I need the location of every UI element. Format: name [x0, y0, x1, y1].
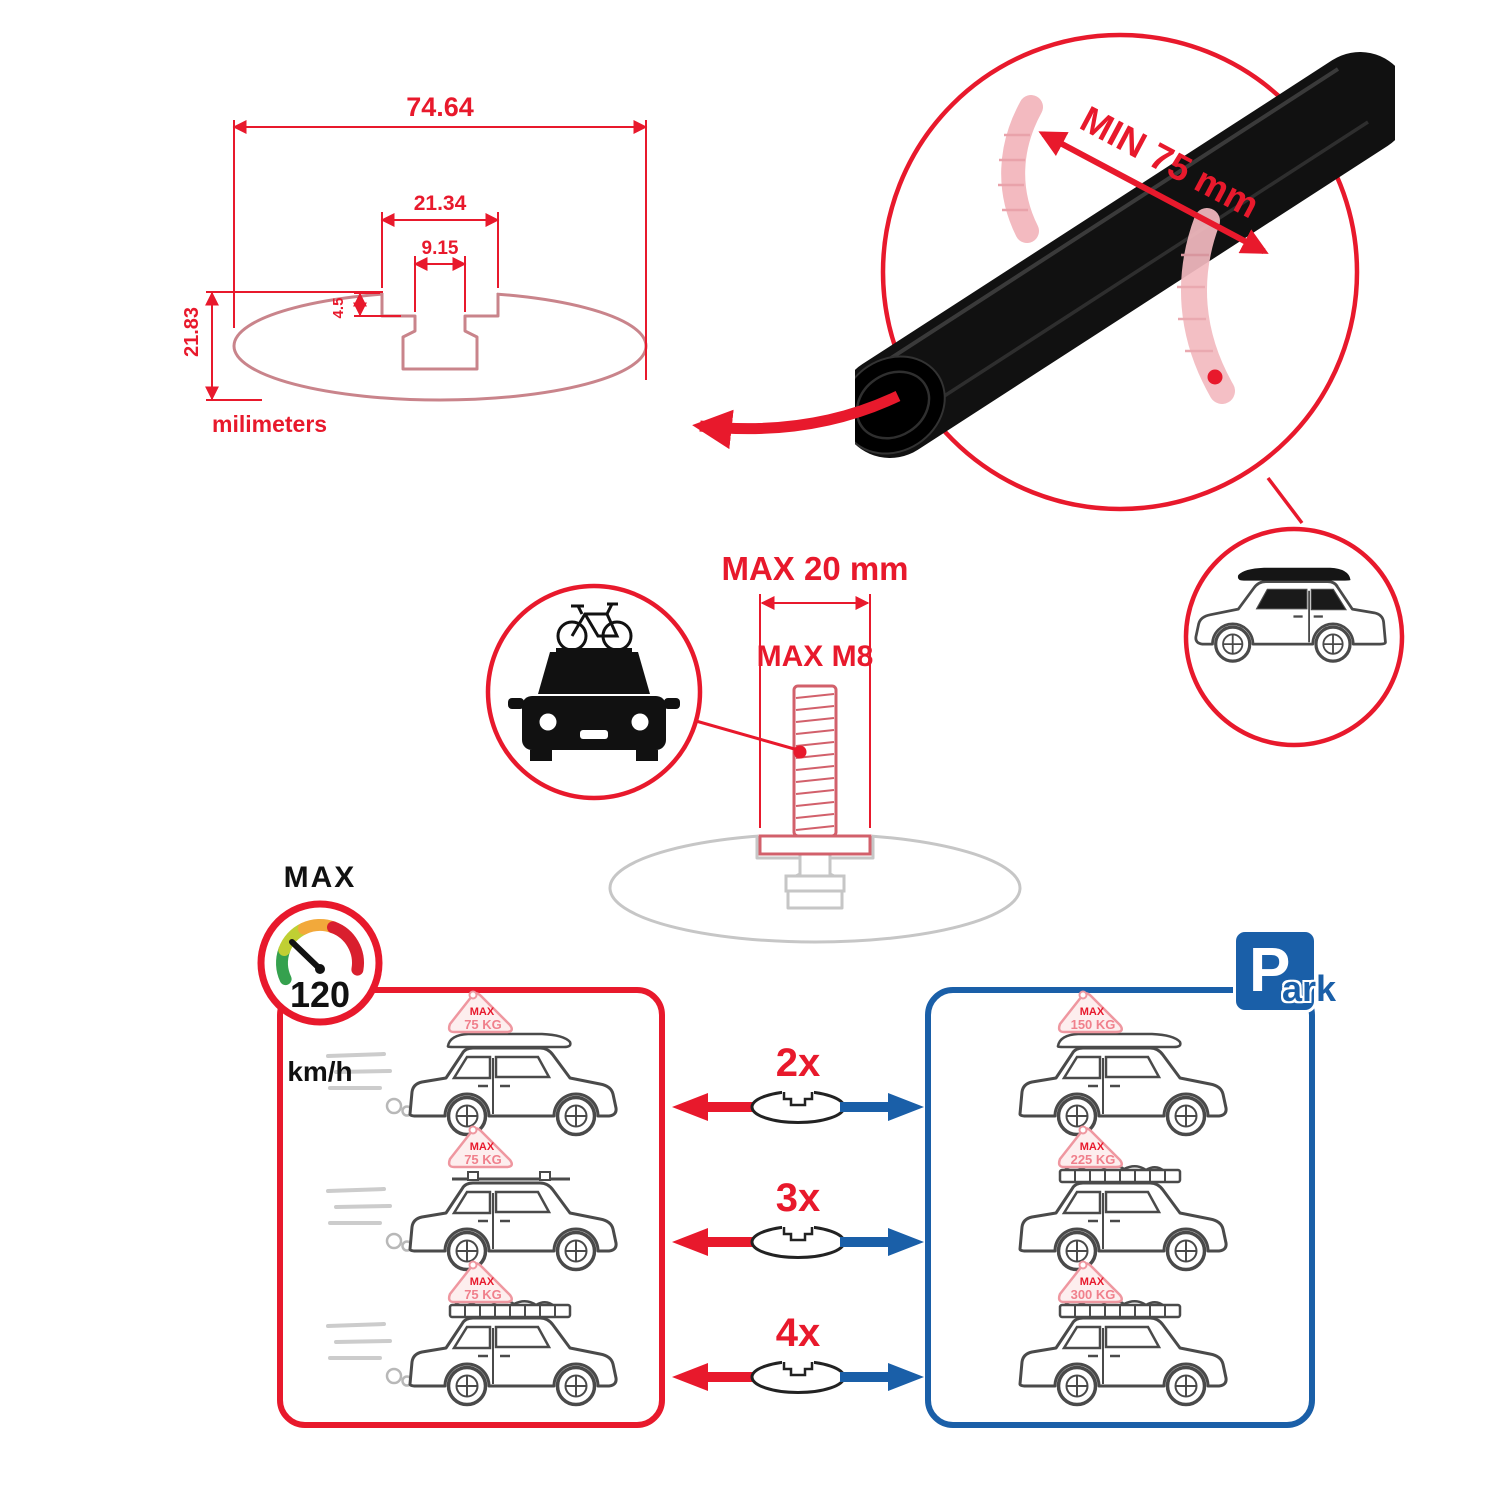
driving-car-row-3: MAX 75 KG: [326, 1260, 618, 1407]
parked-car-row-2: MAX 225 KG: [1018, 1125, 1228, 1272]
dim-slot-depth-label: 4.5: [330, 298, 347, 319]
bolt-pointer-line: [695, 719, 799, 752]
bar-count-row-2: 3x: [672, 1176, 924, 1259]
suv-with-roofbox: [1194, 567, 1388, 663]
callout-line-to-vehicle: [1266, 476, 1304, 525]
max-thread-label: MAX M8: [757, 640, 874, 673]
bolt-thread: [758, 684, 872, 856]
driving-car-row-2: MAX 75 KG: [326, 1125, 618, 1272]
profile-dimension-diagram: 74.64 21.34 9.15 4.5 21.83 milimeters: [181, 92, 648, 437]
load-tag-weight: 225 KG: [1071, 1152, 1116, 1167]
driving-car-row-1: MAX 75 KG: [326, 990, 618, 1137]
curved-red-arrow: [692, 391, 901, 450]
load-tag: MAX 75 KG: [447, 1260, 514, 1304]
parked-car-row-3: MAX 300 KG: [1018, 1260, 1228, 1407]
roof-cargo-box: [446, 1032, 572, 1049]
car-illustration: [408, 1046, 618, 1137]
load-tag-weight: 300 KG: [1071, 1287, 1116, 1302]
crossbar-zoom-circle: MIN 75 mm: [855, 32, 1395, 525]
park-sign-suffix: ark: [1282, 968, 1337, 1009]
bolt-diagram: MAX 20 mm MAX M8: [485, 550, 1022, 944]
car-front-icon: [508, 652, 680, 761]
min-span-arrow: [1038, 131, 1269, 254]
speed-lines: [326, 1322, 414, 1388]
crossbar-profile-outline: [232, 285, 648, 402]
speed-value: 120: [290, 974, 350, 1015]
load-tag: MAX 150 KG: [1057, 990, 1124, 1034]
load-tag-weight: 75 KG: [464, 1287, 502, 1302]
roof-cargo-bars: [450, 1170, 572, 1182]
bar-count-row-1: 2x: [672, 1041, 924, 1124]
parking-zone-box: [925, 987, 1315, 1428]
speed-max-title: MAX: [284, 861, 357, 894]
dimension-lines: [205, 120, 648, 401]
speedometer-gauge: [276, 919, 364, 986]
bolt-pointer-dot: [793, 745, 807, 759]
crossbar-render: [855, 52, 1395, 458]
blue-right-arrow: [840, 1093, 924, 1121]
crossbar-end-face: [855, 355, 946, 455]
bolt-dimension-lines: [759, 594, 871, 836]
load-tag-max: MAX: [470, 1006, 495, 1018]
quantity-label: 2x: [776, 1041, 821, 1085]
load-tag-weight: 75 KG: [464, 1152, 502, 1167]
car-illustration: [1018, 1181, 1228, 1272]
load-tag: MAX 75 KG: [447, 1125, 514, 1169]
quantity-label: 4x: [776, 1311, 821, 1355]
car-illustration: [1018, 1046, 1228, 1137]
roof-cargo-box: [1056, 1032, 1182, 1049]
units-label: milimeters: [212, 411, 327, 437]
blue-right-arrow: [840, 1363, 924, 1391]
gauge-needle: [289, 939, 323, 972]
load-tag-max: MAX: [470, 1276, 495, 1288]
gauge-arc-red: [327, 921, 364, 976]
load-tag-max: MAX: [1080, 1276, 1105, 1288]
crossbar-section-icon: [750, 1088, 846, 1124]
crossbar-section-icon: [750, 1223, 846, 1259]
bolt-t-head-ghost: [784, 874, 846, 893]
vehicle-front-circle: [485, 583, 703, 801]
load-tag-max: MAX: [1080, 1141, 1105, 1153]
bolt-stem-ghost: [798, 852, 832, 878]
load-comparison-graphic: MAX 75 KG MAX 75 KG MAX 75 KG: [326, 990, 1228, 1407]
load-tag-weight: 75 KG: [464, 1017, 502, 1032]
clamp-ghost-left: [998, 95, 1043, 243]
load-tag: MAX 225 KG: [1057, 1125, 1124, 1169]
load-tag-max: MAX: [1080, 1006, 1105, 1018]
max-width-label: MAX 20 mm: [721, 550, 908, 587]
load-tag: MAX 75 KG: [447, 990, 514, 1034]
park-sign-letter: P: [1249, 936, 1291, 1005]
dim-slot-inner-label: 9.15: [422, 238, 459, 259]
parked-car-row-1: MAX 150 KG: [1018, 990, 1228, 1137]
zoom-callout-arrow: [692, 391, 901, 450]
blue-right-arrow: [840, 1228, 924, 1256]
dim-total-width-label: 74.64: [406, 92, 474, 122]
crossbar-section-icon: [750, 1358, 846, 1394]
car-illustration: [1018, 1316, 1228, 1407]
quantity-label: 3x: [776, 1176, 821, 1220]
speed-lines: [326, 1187, 414, 1253]
bar-count-row-3: 4x: [672, 1311, 924, 1394]
load-tag-max: MAX: [470, 1141, 495, 1153]
roof-box: [1237, 567, 1351, 581]
load-tag: MAX 300 KG: [1057, 1260, 1124, 1304]
speed-limit: MAX 120 km/h: [257, 861, 383, 1087]
dim-total-height-label: 21.83: [181, 307, 203, 357]
speed-units: km/h: [287, 1056, 352, 1087]
park-sign: P ark: [1233, 929, 1336, 1013]
clamp-point-dot: [1207, 369, 1223, 385]
vehicle-roofbox-circle: [1183, 526, 1405, 748]
load-tag-weight: 150 KG: [1071, 1017, 1116, 1032]
red-left-arrow: [672, 1228, 756, 1256]
dim-slot-outer-label: 21.34: [414, 192, 467, 215]
bolt-flange: [758, 834, 872, 856]
red-left-arrow: [672, 1093, 756, 1121]
driving-zone-box: [277, 987, 665, 1428]
car-illustration: [408, 1316, 618, 1407]
gauge-pivot: [315, 964, 325, 974]
car-illustration: [408, 1181, 618, 1272]
red-left-arrow: [672, 1363, 756, 1391]
